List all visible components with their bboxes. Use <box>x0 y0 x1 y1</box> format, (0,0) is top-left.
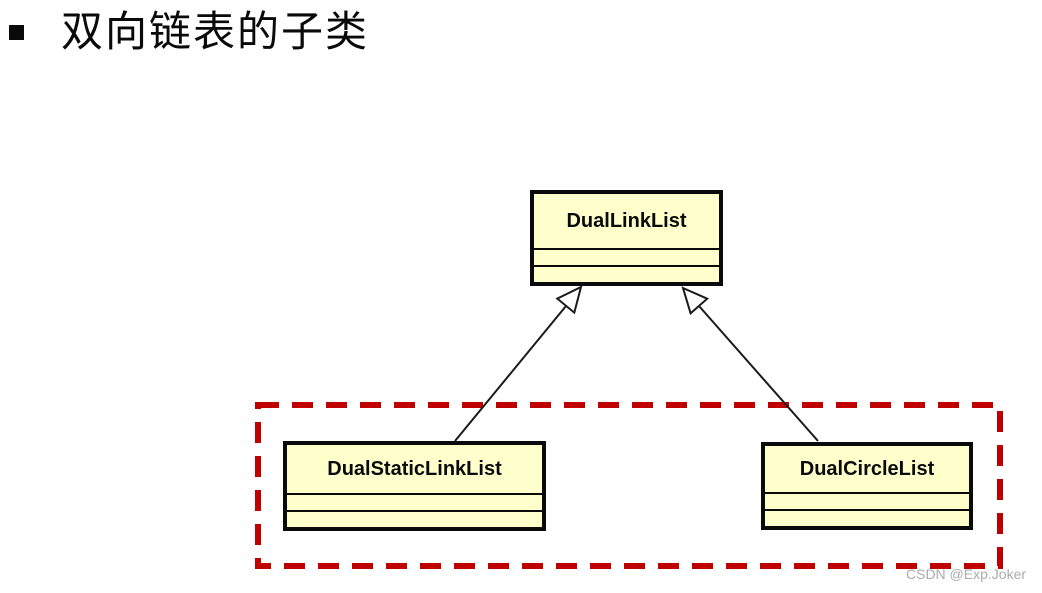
uml-class-name: DualCircleList <box>799 457 935 480</box>
square-bullet-icon <box>9 25 24 40</box>
uml-attributes-compartment <box>534 248 719 265</box>
uml-class-dualstaticlinklist: DualStaticLinkList <box>283 441 546 531</box>
inheritance-line-left <box>454 305 567 442</box>
uml-methods-compartment <box>287 510 542 527</box>
uml-attributes-compartment <box>765 492 969 509</box>
slide-title-row: 双向链表的子类 <box>0 0 1042 70</box>
inheritance-arrowhead-left-icon <box>555 285 583 315</box>
watermark: CSDN @Exp.Joker <box>906 566 1027 582</box>
inheritance-line-right <box>698 305 819 442</box>
uml-class-dualcirclelist: DualCircleList <box>761 442 973 530</box>
uml-class-name: DualStaticLinkList <box>327 457 502 480</box>
uml-methods-compartment <box>534 265 719 282</box>
uml-attributes-compartment <box>287 493 542 510</box>
page-title: 双向链表的子类 <box>61 8 370 55</box>
uml-class-duallinklist: DualLinkList <box>530 190 723 286</box>
inheritance-arrowhead-right-icon <box>681 286 710 316</box>
uml-class-name: DualLinkList <box>566 209 687 232</box>
uml-methods-compartment <box>765 509 969 526</box>
